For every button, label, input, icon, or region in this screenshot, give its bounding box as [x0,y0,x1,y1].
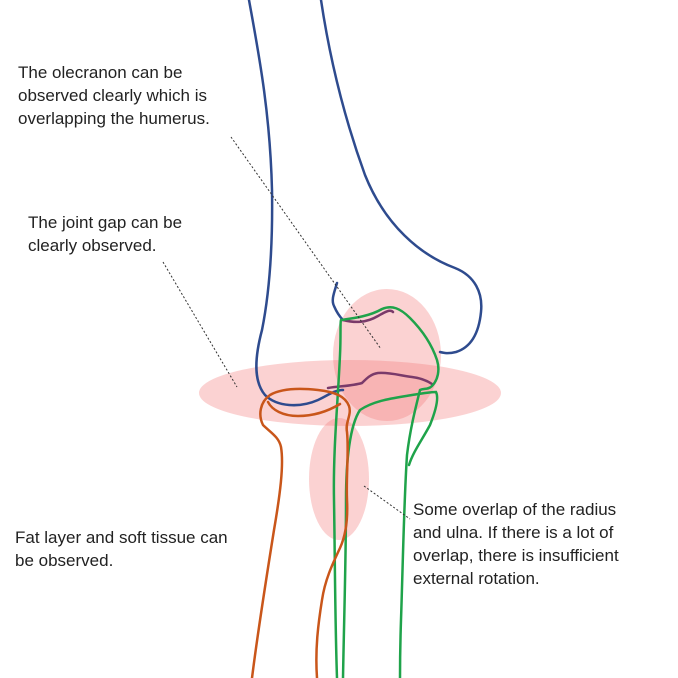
overlap-annotation-line: overlap, there is insufficient [413,546,619,565]
fat-layer-annotation-line: be observed. [15,551,114,570]
ulna-outline [332,306,440,678]
humerus-outline-medial [319,0,483,355]
joint-gap-leader-line [162,261,238,388]
radius-ulna-overlap-annotation: Some overlap of the radius and ulna. If … [413,498,619,590]
overlap-leader-line [363,485,411,520]
olecranon-annotation-line: overlapping the humerus. [18,109,210,128]
radius-head-surface [266,400,342,418]
fat-layer-annotation: Fat layer and soft tissue can be observe… [15,526,228,572]
radius-ulna-overlap-highlight [309,418,369,540]
olecranon-annotation: The olecranon can be observed clearly wh… [18,61,210,130]
overlap-annotation-line: and ulna. If there is a lot of [413,523,614,542]
joint-gap-annotation-line: clearly observed. [28,236,157,255]
overlap-annotation-line: Some overlap of the radius [413,500,617,519]
joint-gap-annotation-line: The joint gap can be [28,213,183,232]
fat-layer-annotation-line: Fat layer and soft tissue can [15,528,228,547]
olecranon-leader-line [230,136,382,350]
humerus-coronoid-tip [331,281,345,322]
joint-surface-overlap-line [326,371,434,390]
ulna-inner-outline [341,390,439,678]
humerus-outline [247,0,345,407]
olecranon-annotation-line: observed clearly which is [18,86,207,105]
olecranon-overlap-line [341,309,395,324]
olecranon-annotation-line: The olecranon can be [18,63,183,82]
radius-outline [250,387,351,678]
overlap-annotation-line: external rotation. [413,569,540,588]
joint-gap-annotation: The joint gap can be clearly observed. [28,211,182,257]
